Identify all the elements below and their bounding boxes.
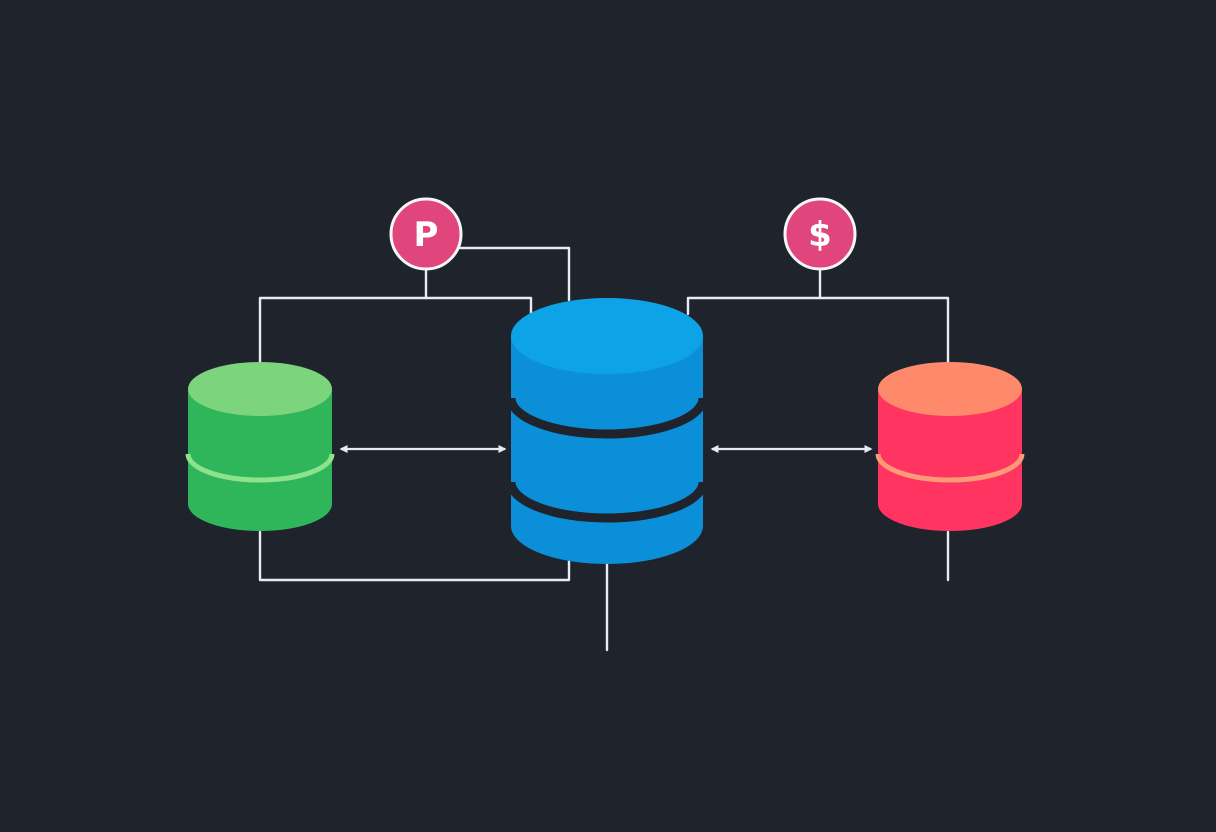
blue-database-body xyxy=(511,336,703,564)
green-database-stripe xyxy=(185,453,335,483)
p-badge-label: P xyxy=(414,215,439,255)
red-database-top xyxy=(878,362,1022,416)
p-badge: P xyxy=(389,197,463,271)
red-database-stripe xyxy=(875,453,1025,483)
dollar-badge: $ xyxy=(783,197,857,271)
blue-database-gap-upper xyxy=(506,397,708,439)
blue-database-top xyxy=(511,298,703,374)
connector-lines xyxy=(258,246,950,652)
dollar-badge-label: $ xyxy=(808,215,832,255)
p-badge-circle xyxy=(389,197,463,271)
line-dollar-badge-to-red xyxy=(686,296,950,364)
line-p-badge-to-green xyxy=(258,296,533,364)
red-database-body xyxy=(878,390,1022,531)
line-p-badge-to-blue xyxy=(458,246,571,302)
green-database-body xyxy=(188,390,332,531)
dollar-badge-circle xyxy=(783,197,857,271)
green-database-icon xyxy=(185,362,335,531)
blue-database-icon xyxy=(506,298,708,564)
green-database-top xyxy=(188,362,332,416)
blue-database-gap-lower xyxy=(506,481,708,523)
red-database-icon xyxy=(875,362,1025,531)
line-green-to-blue-bottom xyxy=(258,530,571,582)
